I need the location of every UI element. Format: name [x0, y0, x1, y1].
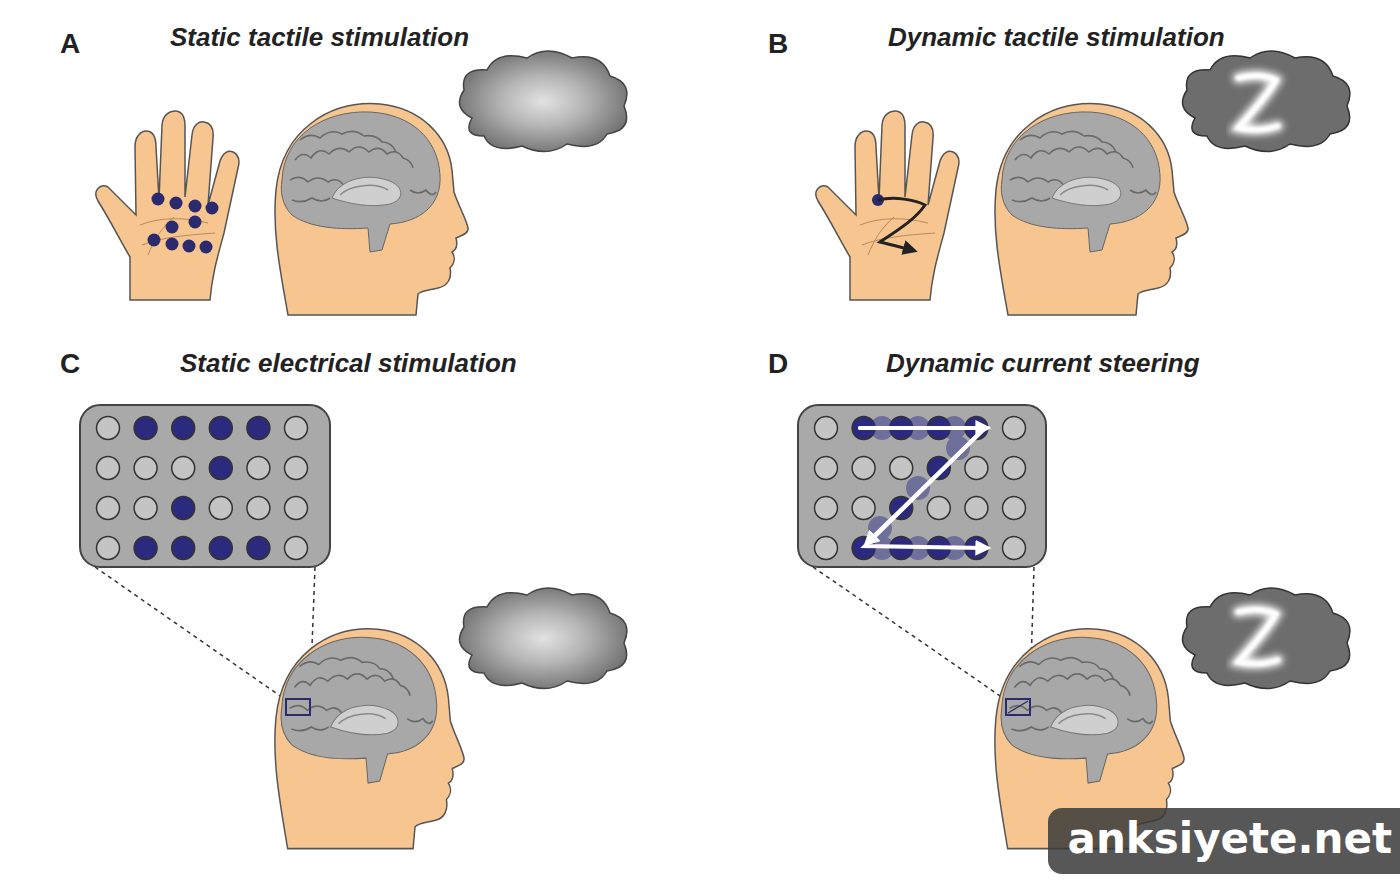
panel-title: Static electrical stimulation	[180, 348, 517, 379]
electrode	[890, 457, 913, 480]
electrode	[965, 457, 988, 480]
panel-letter: B	[768, 28, 788, 60]
electrode	[1003, 537, 1026, 560]
electrode	[285, 417, 308, 440]
electrode	[209, 457, 232, 480]
panel-title: Dynamic current steering	[886, 348, 1200, 379]
electrode	[134, 537, 157, 560]
electrode	[97, 497, 120, 520]
electrode	[247, 457, 270, 480]
electrode	[815, 537, 838, 560]
electrode	[209, 497, 232, 520]
electrode	[1003, 417, 1026, 440]
electrode	[134, 417, 157, 440]
electrode	[852, 497, 875, 520]
electrode	[97, 417, 120, 440]
electrode	[1003, 497, 1026, 520]
panel-letter: C	[60, 348, 80, 380]
panel-title: Dynamic tactile stimulation	[888, 22, 1225, 53]
electrode	[172, 417, 195, 440]
watermark: anksiyete.net	[1068, 814, 1392, 863]
electrode	[285, 457, 308, 480]
electrode	[815, 457, 838, 480]
electrode	[209, 417, 232, 440]
electrode	[134, 457, 157, 480]
electrode	[285, 497, 308, 520]
panel-letter: A	[60, 28, 80, 60]
electrode	[97, 457, 120, 480]
electrode	[815, 417, 838, 440]
electrode	[927, 497, 950, 520]
electrode	[247, 537, 270, 560]
electrode	[247, 497, 270, 520]
panel-title: Static tactile stimulation	[170, 22, 469, 53]
electrode	[1003, 457, 1026, 480]
electrode	[97, 537, 120, 560]
electrode	[209, 537, 232, 560]
electrode	[172, 457, 195, 480]
electrode	[285, 537, 308, 560]
electrode	[134, 497, 157, 520]
electrode	[965, 497, 988, 520]
electrode	[172, 497, 195, 520]
electrode	[172, 537, 195, 560]
panel-letter: D	[768, 348, 788, 380]
electrode	[852, 457, 875, 480]
electrode	[247, 417, 270, 440]
electrode	[815, 497, 838, 520]
